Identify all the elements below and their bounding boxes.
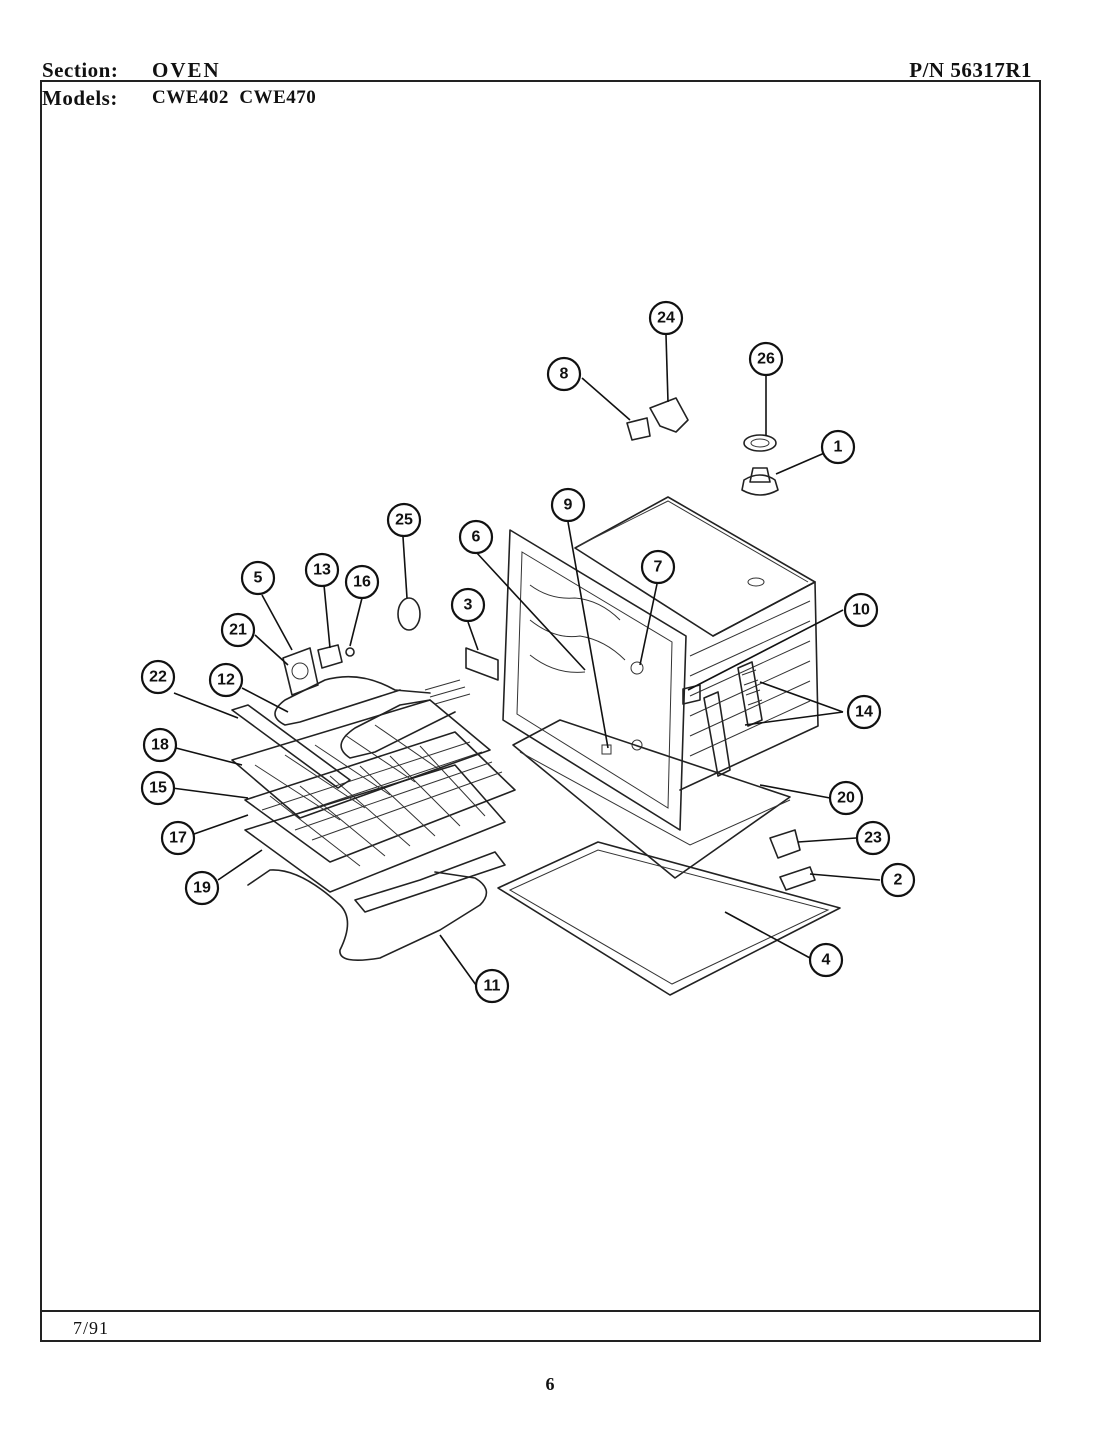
callout-12: 12 [208,662,244,698]
svg-text:17: 17 [169,830,187,847]
callout-19: 19 [184,870,220,906]
clip-2 [779,866,816,891]
callout-1: 1 [820,429,856,465]
bracket-23 [769,829,801,859]
lamp-lens-25 [397,597,421,631]
callout-5: 5 [240,560,276,596]
panel-22 [231,704,351,789]
svg-text:10: 10 [852,602,870,619]
callout-8: 8 [546,356,582,392]
models-value: CWE402 CWE470 [152,87,317,108]
broil-element [274,675,471,759]
footer-divider [40,1310,1041,1312]
fan-assembly [282,644,355,696]
callout-26: 26 [748,341,784,377]
svg-text:8: 8 [560,366,569,383]
callout-24: 24 [648,300,684,336]
svg-text:24: 24 [657,310,675,327]
callout-21: 21 [220,612,256,648]
bake-element [247,869,488,961]
svg-text:12: 12 [217,672,235,689]
oven-cavity [502,496,819,831]
callout-15: 15 [140,770,176,806]
svg-text:1: 1 [834,439,843,456]
svg-text:2: 2 [894,872,903,889]
switch-8 [626,417,651,441]
svg-text:6: 6 [472,529,481,546]
callout-6: 6 [458,519,494,555]
callout-4: 4 [808,942,844,978]
callout-13: 13 [304,552,340,588]
page-number: 6 [545,1374,555,1394]
svg-text:23: 23 [864,830,882,847]
callout-9: 9 [550,487,586,523]
svg-text:19: 19 [193,880,211,897]
callout-18: 18 [142,727,178,763]
svg-text:26: 26 [757,351,775,368]
svg-text:20: 20 [837,790,855,807]
svg-text:14: 14 [855,704,873,721]
bottom-panel [497,841,841,996]
gasket-26 [743,434,777,452]
callout-14: 14 [846,694,882,730]
part-number: P/N 56317R1 [909,58,1032,82]
diagram-frame [40,80,1041,1342]
callout-20: 20 [828,780,864,816]
callout-3: 3 [450,587,486,623]
plate-3 [465,647,499,681]
svg-text:11: 11 [484,978,501,995]
callout-17: 17 [160,820,196,856]
svg-text:7: 7 [654,559,663,576]
callout-16: 16 [344,564,380,600]
callout-10: 10 [843,592,879,628]
thermostat-cap [741,467,779,496]
svg-text:3: 3 [464,597,473,614]
callout-2: 2 [880,862,916,898]
leader-lines [171,334,881,986]
bracket-24 [649,397,689,433]
svg-text:16: 16 [353,574,371,591]
callout-22: 22 [140,659,176,695]
drip-tray [512,719,791,879]
oven-racks [231,699,516,913]
callout-23: 23 [855,820,891,856]
callout-25: 25 [386,502,422,538]
svg-text:18: 18 [151,737,169,754]
svg-text:21: 21 [229,622,247,639]
svg-text:9: 9 [564,497,573,514]
svg-text:5: 5 [254,570,263,587]
revision-date: 7/91 [73,1318,110,1338]
svg-text:22: 22 [149,669,167,686]
svg-text:13: 13 [313,562,331,579]
models-label: Models: [42,86,118,110]
svg-text:15: 15 [149,780,167,797]
callout-11: 11 [474,968,510,1004]
section-value: OVEN [152,58,221,82]
svg-text:25: 25 [395,512,413,529]
door-hinges [703,661,763,777]
svg-text:4: 4 [822,952,831,969]
section-label: Section: [42,58,119,82]
callout-7: 7 [640,549,676,585]
